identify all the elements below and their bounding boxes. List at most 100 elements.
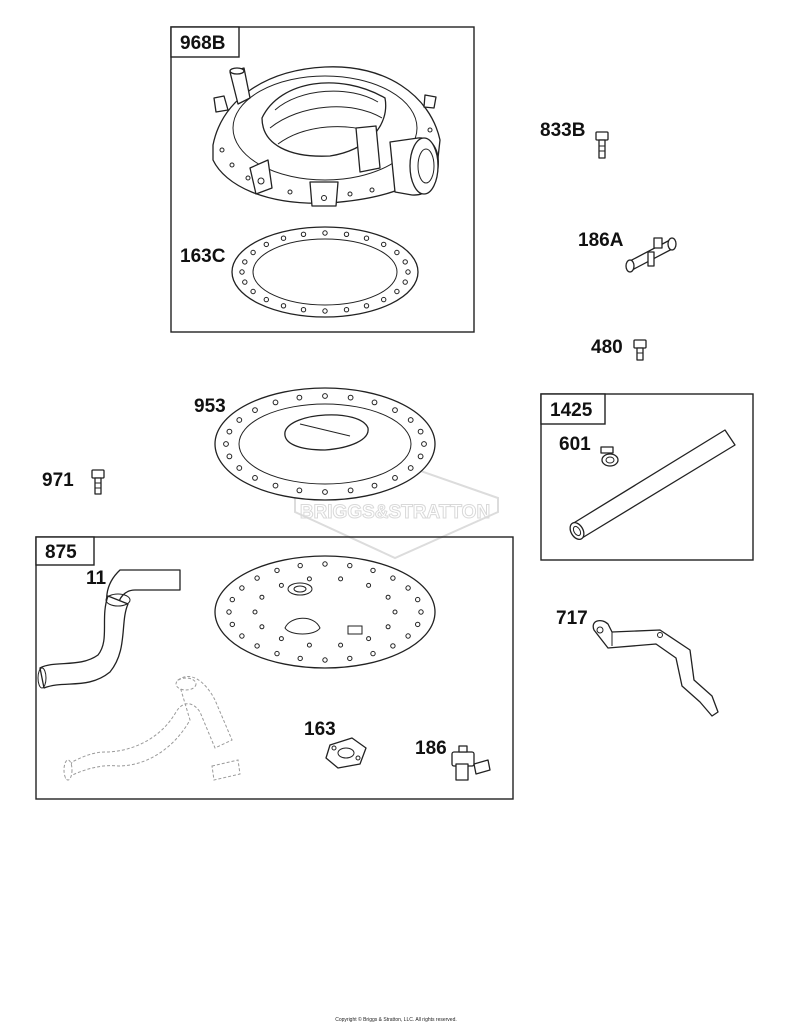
bolt-hole — [363, 235, 370, 241]
bolt-hole — [297, 655, 303, 662]
bolt-hole — [297, 562, 303, 569]
fitting-186-part[interactable] — [451, 745, 491, 781]
label-601[interactable]: 601 — [559, 434, 591, 455]
bolt-hole — [306, 642, 312, 648]
hose-11-part[interactable] — [37, 569, 181, 689]
label-968B[interactable]: 968B — [180, 33, 225, 54]
bolt-hole — [252, 475, 258, 481]
label-11[interactable]: 11 — [86, 568, 107, 589]
bolt-hole — [338, 576, 344, 582]
bolt-hole — [394, 288, 400, 295]
bolt-hole — [390, 643, 396, 649]
bolt-hole — [363, 303, 370, 309]
gasket-163C-holes — [239, 230, 411, 314]
bolt-hole — [274, 650, 280, 657]
bolt-hole — [252, 609, 258, 615]
bolt-hole — [407, 465, 414, 471]
label-163C[interactable]: 163C — [180, 246, 226, 267]
bolt-hole — [242, 259, 248, 265]
diaphragm-953-part[interactable] — [214, 387, 436, 501]
label-480[interactable]: 480 — [591, 337, 623, 358]
bolt-hole — [250, 249, 256, 256]
watermark-text: BRIGGS&STRATTON — [300, 502, 490, 523]
label-875[interactable]: 875 — [45, 542, 77, 563]
diaphragm-953-holes — [223, 393, 427, 495]
bolt-hole — [402, 259, 408, 265]
bolt-hole — [417, 428, 424, 435]
pump-plate-holes — [226, 561, 424, 663]
bolt-hole — [392, 475, 398, 481]
group-968B: 968B — [170, 26, 475, 333]
bolt-hole — [347, 562, 353, 569]
bolt-hole — [278, 582, 284, 588]
bolt-hole — [300, 231, 307, 238]
label-163[interactable]: 163 — [304, 719, 336, 740]
bolt-hole — [417, 453, 424, 460]
bolt-hole — [322, 230, 328, 236]
bolt-hole — [242, 279, 248, 285]
label-186[interactable]: 186 — [415, 738, 447, 759]
gasket-163C-part[interactable] — [231, 226, 419, 318]
bolt-hole — [280, 235, 287, 241]
bolt-hole — [381, 241, 387, 248]
bracket-717-part[interactable] — [592, 619, 719, 717]
label-953[interactable]: 953 — [194, 396, 226, 417]
bolt-hole — [306, 576, 312, 582]
bolt-833B-part[interactable] — [595, 131, 609, 159]
clamp-601-part[interactable] — [600, 446, 619, 467]
bolt-hole — [392, 609, 398, 615]
bolt-hole — [347, 394, 354, 401]
bolt-hole — [252, 407, 258, 414]
group-1425-tab — [540, 393, 606, 425]
label-971[interactable]: 971 — [42, 470, 74, 491]
label-186A[interactable]: 186A — [578, 230, 624, 251]
bolt-hole — [390, 575, 396, 581]
bolt-hole — [272, 399, 279, 406]
label-1425[interactable]: 1425 — [550, 400, 593, 421]
bolt-hole — [385, 624, 391, 630]
bolt-hole — [405, 633, 411, 639]
bolt-hole — [322, 308, 328, 314]
bolt-hole — [259, 594, 265, 600]
bolt-hole — [381, 296, 387, 303]
label-833B[interactable]: 833B — [540, 120, 585, 141]
screw-480-part[interactable] — [633, 339, 647, 361]
bolt-hole — [421, 441, 427, 447]
bolt-hole — [392, 407, 398, 414]
bolt-hole — [226, 428, 233, 435]
gasket-163-part[interactable] — [325, 737, 367, 769]
bolt-hole — [236, 465, 243, 471]
bolt-hole — [254, 575, 260, 581]
bolt-hole — [274, 567, 280, 574]
screw-971-part[interactable] — [91, 469, 105, 495]
bolt-hole — [322, 561, 328, 567]
group-1425-frame — [540, 393, 754, 561]
bolt-hole — [239, 585, 245, 591]
ghost-hose-part — [63, 676, 241, 781]
bolt-hole — [402, 279, 408, 285]
bolt-hole — [370, 567, 376, 574]
bolt-hole — [236, 417, 243, 423]
label-717[interactable]: 717 — [556, 608, 588, 629]
fitting-186A-part[interactable] — [625, 237, 677, 273]
bolt-hole — [254, 643, 260, 649]
bolt-hole — [405, 585, 411, 591]
bolt-hole — [250, 288, 256, 295]
bolt-hole — [415, 621, 421, 628]
bolt-hole — [226, 453, 233, 460]
bolt-hole — [385, 594, 391, 600]
bolt-hole — [322, 657, 328, 663]
bolt-hole — [229, 621, 236, 628]
pump-cover-part[interactable] — [212, 66, 441, 207]
pump-plate-part[interactable] — [214, 555, 436, 669]
bolt-hole — [263, 241, 269, 248]
bolt-hole — [338, 642, 344, 648]
group-875-frame — [35, 536, 514, 800]
hose-1425-part[interactable] — [567, 429, 736, 542]
bolt-hole — [371, 482, 378, 489]
bolt-hole — [343, 231, 350, 238]
group-875: 875 — [35, 536, 514, 800]
bolt-hole — [405, 269, 411, 275]
bolt-hole — [239, 269, 245, 275]
bolt-hole — [322, 393, 328, 399]
